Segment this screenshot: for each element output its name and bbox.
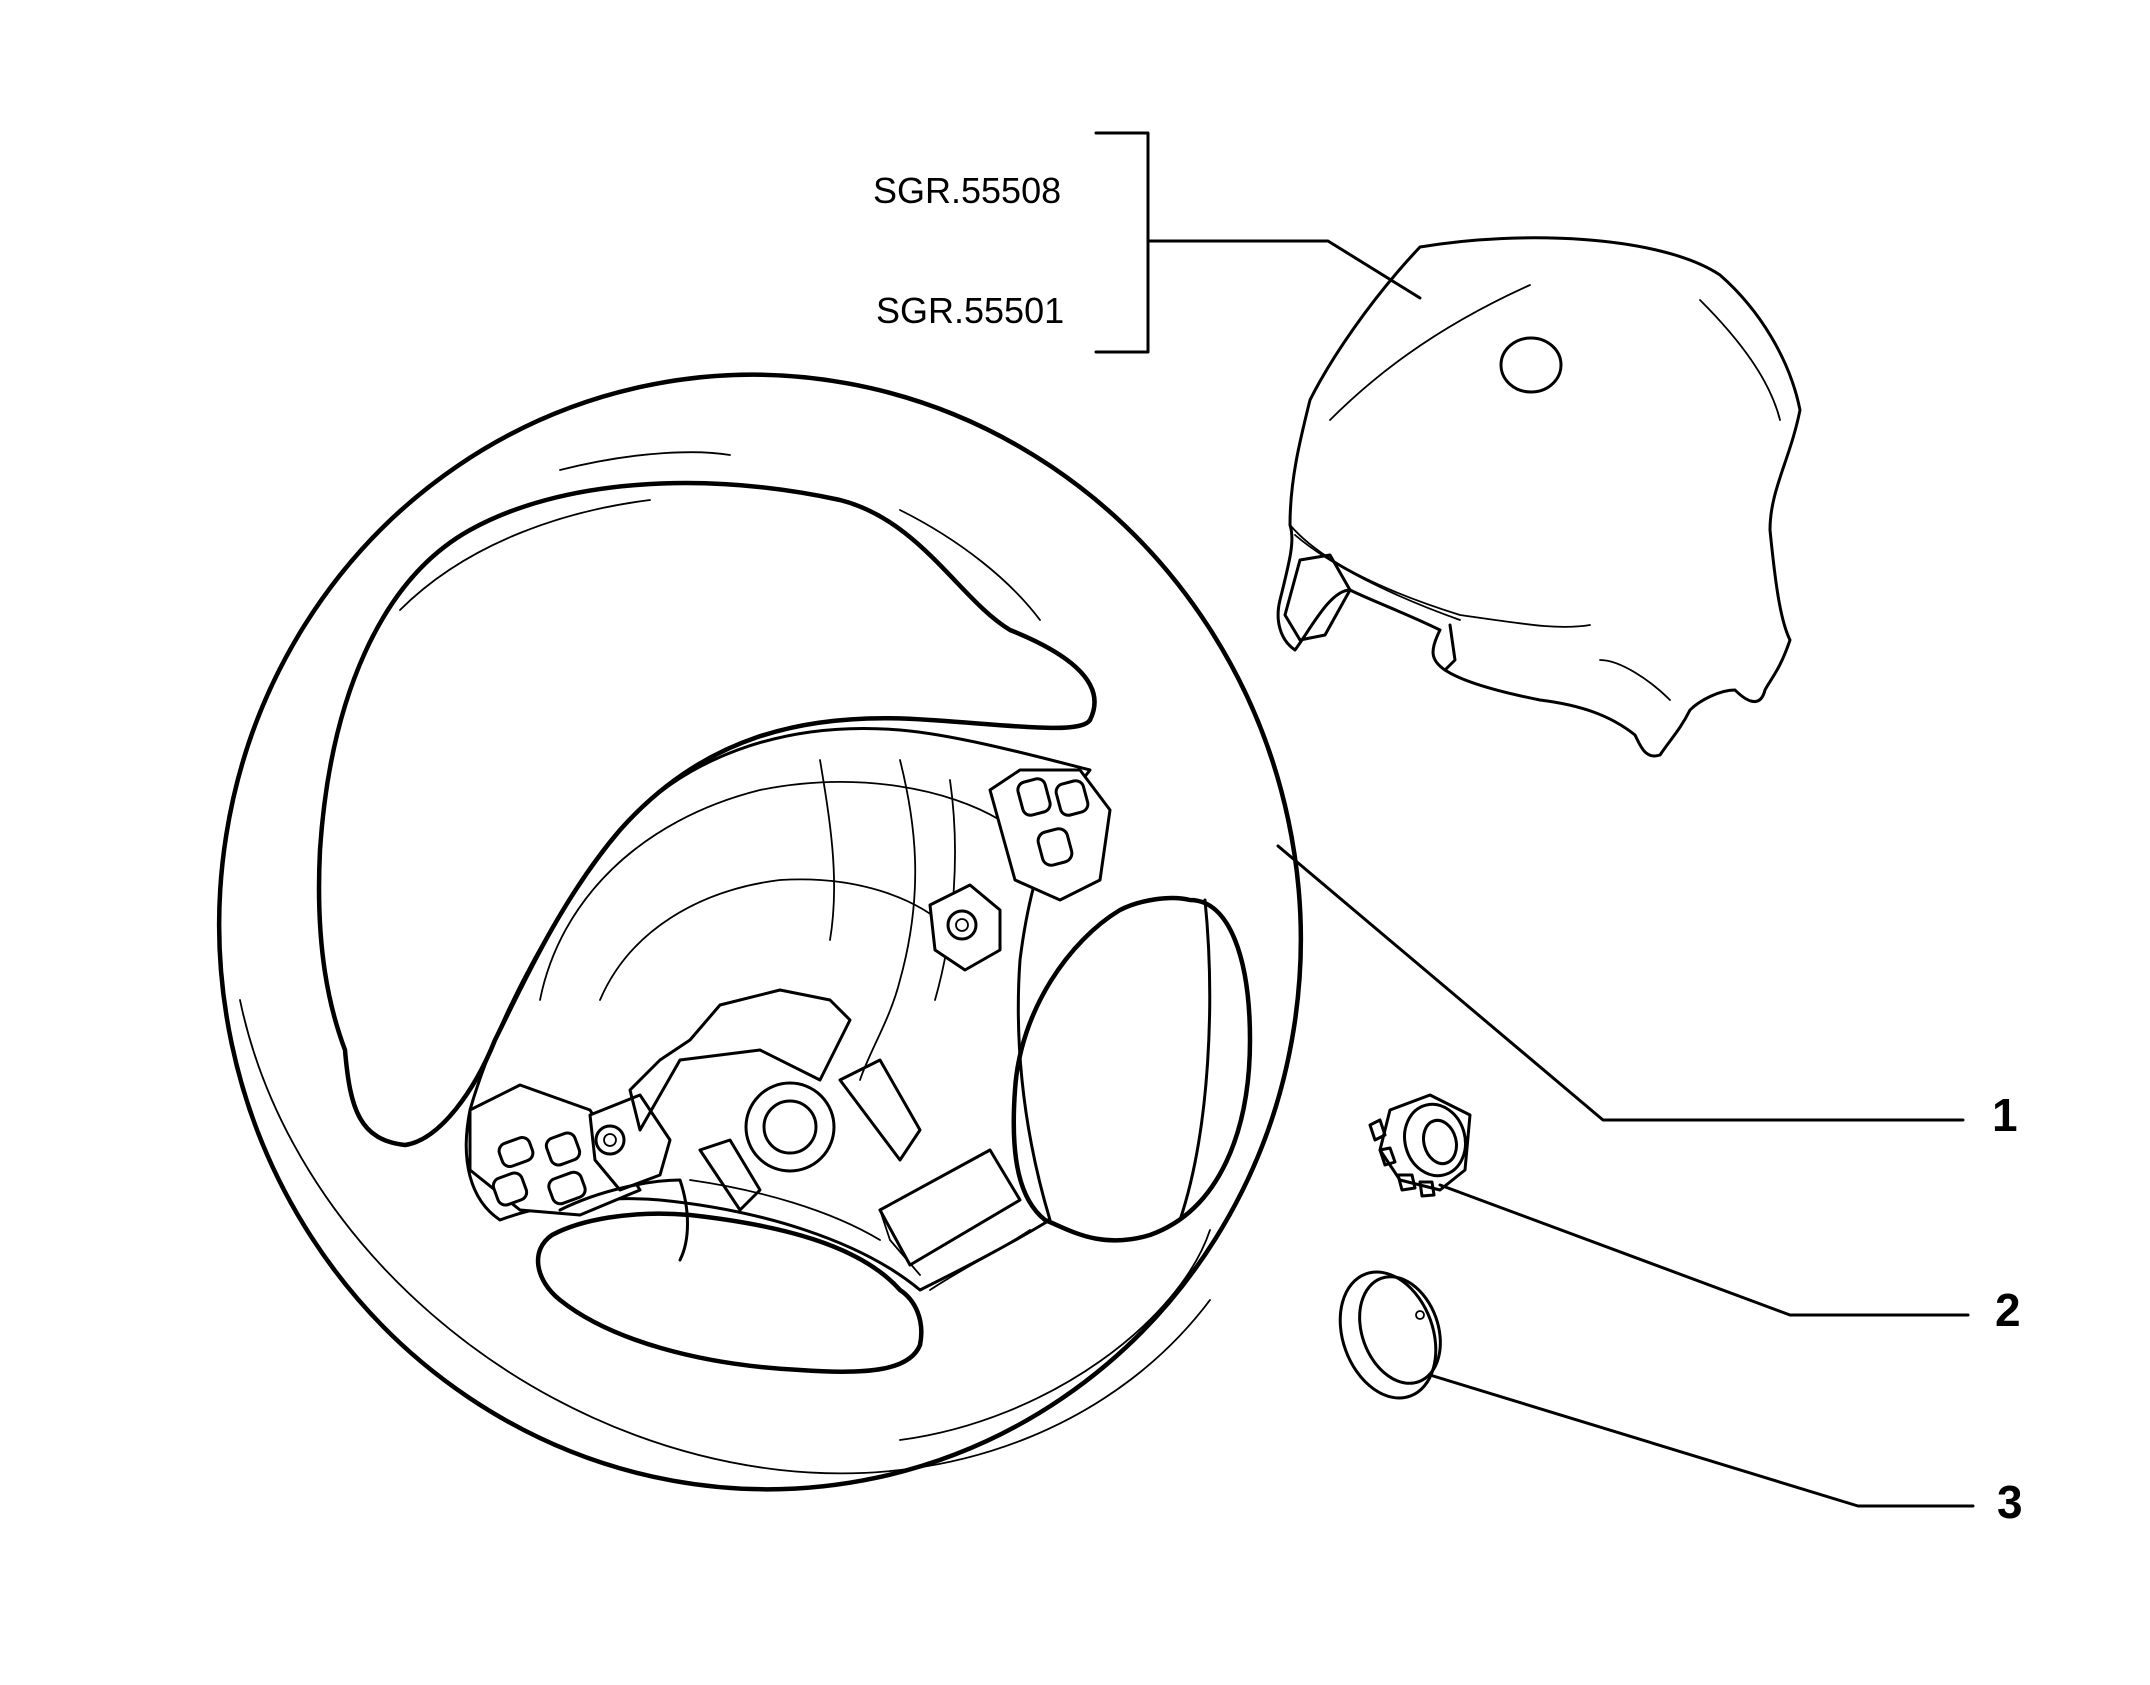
callout-1: 1 — [1992, 1089, 2018, 1141]
steering-wheel-outer-rim — [216, 372, 1304, 1492]
nut-tab-2 — [1378, 1146, 1397, 1167]
airbag-emblem-hole — [1499, 336, 1563, 394]
airbag-lower-seam — [1289, 524, 1591, 628]
airbag-cover-outline — [1276, 236, 1802, 758]
reference-bracket — [1094, 131, 1422, 354]
hub-contour-5 — [934, 779, 956, 1001]
left-switch-button-2 — [544, 1131, 582, 1167]
upper-opening-edge — [899, 509, 1041, 621]
airbag-lower-seam-2 — [1294, 534, 1461, 621]
callout-3: 3 — [1997, 1476, 2023, 1528]
cap-face — [1358, 1275, 1442, 1385]
left-switch-button-1 — [497, 1136, 535, 1168]
left-switch-button-3 — [491, 1171, 529, 1207]
airbag-lower-contour — [1599, 659, 1671, 701]
nut-face — [1403, 1102, 1467, 1178]
reference-label-sgr-55501: SGR.55501 — [876, 290, 1065, 331]
leader-line-1 — [1276, 844, 1965, 1122]
left-mount-bolt-center — [603, 1133, 617, 1147]
right-switch-button-1 — [1016, 777, 1052, 817]
cap-body — [1338, 1270, 1438, 1400]
rim-lower-highlight — [239, 999, 1211, 1475]
upper-opening-highlight — [399, 499, 651, 611]
right-mount-bolt — [946, 909, 978, 941]
left-mount-bolt — [594, 1124, 626, 1156]
lower-spoke-block — [878, 1148, 1022, 1267]
hub-contour-3 — [819, 759, 836, 941]
right-switch-button-3 — [1036, 827, 1074, 867]
right-mount-boss — [928, 883, 1002, 972]
lower-spoke-bottom — [929, 1229, 1031, 1291]
nut-tab-3 — [1396, 1173, 1417, 1192]
lower-spoke-seam — [689, 1179, 881, 1241]
bracket-frame — [1094, 131, 1150, 354]
hub-shaft-hole — [762, 1099, 818, 1155]
airbag-leader-line — [1146, 239, 1422, 300]
lower-spoke-edge — [879, 1209, 921, 1276]
hub-rib-left — [698, 1138, 762, 1212]
hub-shaft-ring — [744, 1081, 836, 1173]
nut-tab-1 — [1368, 1118, 1387, 1142]
hub-contour-1 — [539, 781, 1001, 1001]
leader-line-2 — [1438, 1183, 1970, 1317]
callout-leaders — [1276, 844, 1975, 1508]
right-switch-button-2 — [1054, 779, 1090, 817]
hub-contour-4 — [859, 759, 917, 1081]
right-opening — [1011, 895, 1253, 1243]
airbag-left-tab — [1283, 553, 1352, 642]
airbag-top-contour — [1329, 284, 1531, 421]
lower-left-spoke — [558, 1178, 689, 1262]
hub-spline-plate — [628, 988, 852, 1132]
airbag-right-contour — [1699, 299, 1781, 421]
airbag-cover — [1276, 236, 1802, 758]
right-mount-bolt-center — [955, 918, 969, 932]
left-switch-button-4 — [547, 1170, 587, 1206]
nut-thread — [1422, 1118, 1458, 1166]
nut-tab-4 — [1418, 1180, 1436, 1198]
reference-label-sgr-55508: SGR.55508 — [873, 170, 1062, 211]
hub-rib-right — [838, 1058, 922, 1162]
rim-top-highlight — [559, 451, 731, 471]
upper-opening — [316, 480, 1097, 1148]
callout-2: 2 — [1995, 1284, 2021, 1336]
cap-hole — [1415, 1310, 1425, 1320]
steering-wheel — [216, 372, 1304, 1492]
left-mount-boss — [588, 1093, 672, 1192]
right-opening-edge — [1178, 898, 1212, 1222]
hub-cap — [1338, 1270, 1442, 1400]
airbag-tab-detail — [1443, 623, 1457, 672]
hub-nut — [1368, 1093, 1472, 1198]
rim-lower-shadow — [899, 1229, 1211, 1441]
hub-contour-2 — [599, 878, 951, 1001]
leader-line-3 — [1428, 1373, 1975, 1508]
lower-opening — [535, 1211, 924, 1374]
